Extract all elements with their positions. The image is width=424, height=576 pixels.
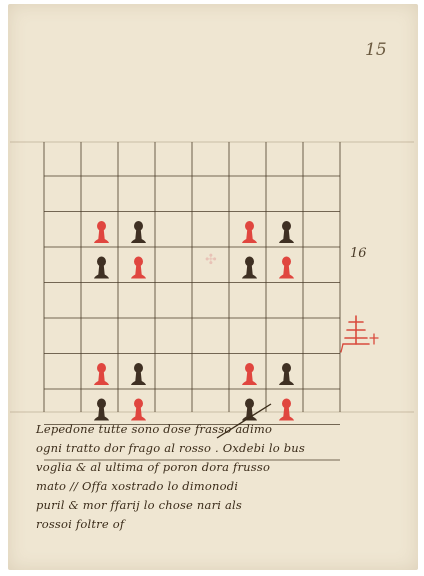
red-pawn	[242, 363, 257, 385]
text-line: voglia & al ultima of poron dora frusso	[36, 458, 396, 477]
margin-note: 16	[350, 246, 367, 261]
text-line: mato // Offa xostrado lo dimonodi	[36, 477, 396, 496]
red-pawn	[94, 221, 109, 243]
board-grid	[10, 142, 414, 460]
dark-pawn	[94, 399, 109, 421]
red-pawn	[131, 399, 146, 421]
text-line: rossoi foltre of	[36, 515, 396, 534]
dark-pawn	[279, 363, 294, 385]
red-pawn	[279, 257, 294, 279]
strike-through-mark	[215, 400, 275, 440]
dark-pawn	[279, 221, 294, 243]
red-pawn	[279, 399, 294, 421]
margin-glyph	[341, 316, 378, 352]
red-pawn	[131, 257, 146, 279]
text-line: puril & mor ffarij lo chose nari als	[36, 496, 396, 515]
dark-pawn	[94, 257, 109, 279]
red-pawn	[242, 221, 257, 243]
dark-pawn	[242, 257, 257, 279]
text-line: ogni tratto dor frago al rosso . Oxdebi …	[36, 439, 396, 458]
board-pieces	[94, 221, 294, 421]
dark-pawn	[131, 221, 146, 243]
dark-pawn	[131, 363, 146, 385]
red-pawn	[94, 363, 109, 385]
